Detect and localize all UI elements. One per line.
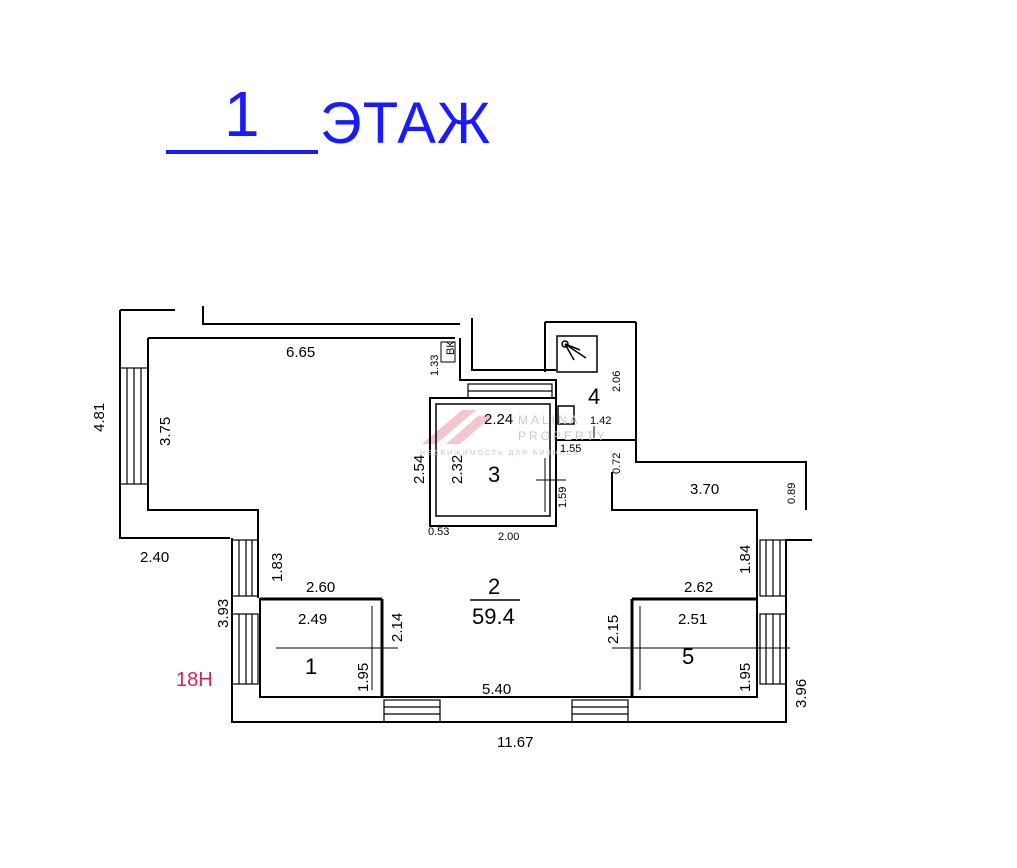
watermark-logo [422,410,492,444]
watermark-line-3: НЕДВИЖИМОСТЬ ДЛЯ БИЗНЕСА [420,450,580,457]
dim-1-95-left: 1.95 [355,663,372,692]
unit-label: 18Н [176,669,213,691]
dim-2-14: 2.14 [389,613,406,642]
wall-left-outer [119,310,230,539]
dim-3-70: 3.70 [690,481,719,498]
dim-3-96: 3.96 [793,679,810,708]
shower-tray [556,335,598,373]
wall-corridor-top [471,318,556,371]
room3-inner [435,403,551,517]
room-2-area: 59.4 [472,604,515,629]
dim-1-42: 1.42 [590,415,611,427]
room-labels: 1 2 59.4 3 4 5 18Н ВК [176,341,694,691]
room-1-label: 1 [305,654,317,679]
dim-1-55: 1.55 [560,443,581,455]
dim-1-33: 1.33 [429,355,441,376]
window-bottom-left [383,699,441,723]
floor-number: 1 [224,78,260,150]
dim-1-83: 1.83 [269,553,286,582]
floor-word: ЭТАЖ [320,91,492,156]
wall-right-step [635,440,807,510]
wall-right-inner [611,472,758,598]
dim-2-40: 2.40 [140,549,169,566]
dim-0-53: 0.53 [428,526,449,538]
room-4-label: 4 [588,384,600,409]
dim-3-93: 3.93 [215,599,232,628]
room-5-label: 5 [682,644,694,669]
dim-2-60: 2.60 [306,579,335,596]
floor-heading: 1 ЭТАЖ [166,78,526,158]
room3-outer [429,397,557,527]
dim-0-72: 0.72 [611,453,623,474]
dim-2-24: 2.24 [484,411,513,428]
wall-top-left-outer-2 [202,306,460,325]
room4-walls [440,335,626,441]
watermark-logo-mark-right [446,416,492,444]
dim-1-84: 1.84 [737,545,754,574]
room1-wall [259,598,384,698]
dim-2-32: 2.32 [449,455,466,484]
window-left-lower-1 [231,539,259,597]
dim-2-49: 2.49 [298,611,327,628]
dim-2-54: 2.54 [411,455,428,484]
toilet [557,405,575,425]
watermark-line-1: MALINA [518,413,581,427]
room3-walls [429,397,566,527]
watermark-line-2: PROPERTY [518,429,608,443]
dim-4-81: 4.81 [91,403,108,432]
dim-1-95-right: 1.95 [737,663,754,692]
dim-2-06: 2.06 [611,371,623,392]
dim-2-00: 2.00 [498,531,519,543]
dim-0-89: 0.89 [786,483,798,504]
window-bottom-right [571,699,629,723]
window-left-lower-2 [231,613,259,685]
dimension-labels: 6.65 4.81 3.75 2.40 1.83 3.93 2.60 2.49 … [91,344,810,751]
dim-2-51: 2.51 [678,611,707,628]
dim-2-15: 2.15 [605,615,622,644]
wc-label: ВК [445,341,457,355]
room5-wall [630,598,758,698]
wc-box [440,341,456,363]
windows [119,367,787,723]
dim-1-59: 1.59 [557,487,569,508]
dim-2-62: 2.62 [684,579,713,596]
room-3-label: 3 [488,462,500,487]
floor-heading-underline [166,150,318,154]
room-2-label: 2 [488,574,500,599]
dim-3-75: 3.75 [157,417,174,446]
dim-6-65: 6.65 [286,344,315,361]
partitions [260,597,790,697]
dim-11-67: 11.67 [497,734,533,751]
outer-walls [119,306,812,723]
shower-head [561,340,569,348]
dim-5-40: 5.40 [482,681,511,698]
watermark-text: MALINA PROPERTY НЕДВИЖИМОСТЬ ДЛЯ БИЗНЕСА [420,413,608,457]
